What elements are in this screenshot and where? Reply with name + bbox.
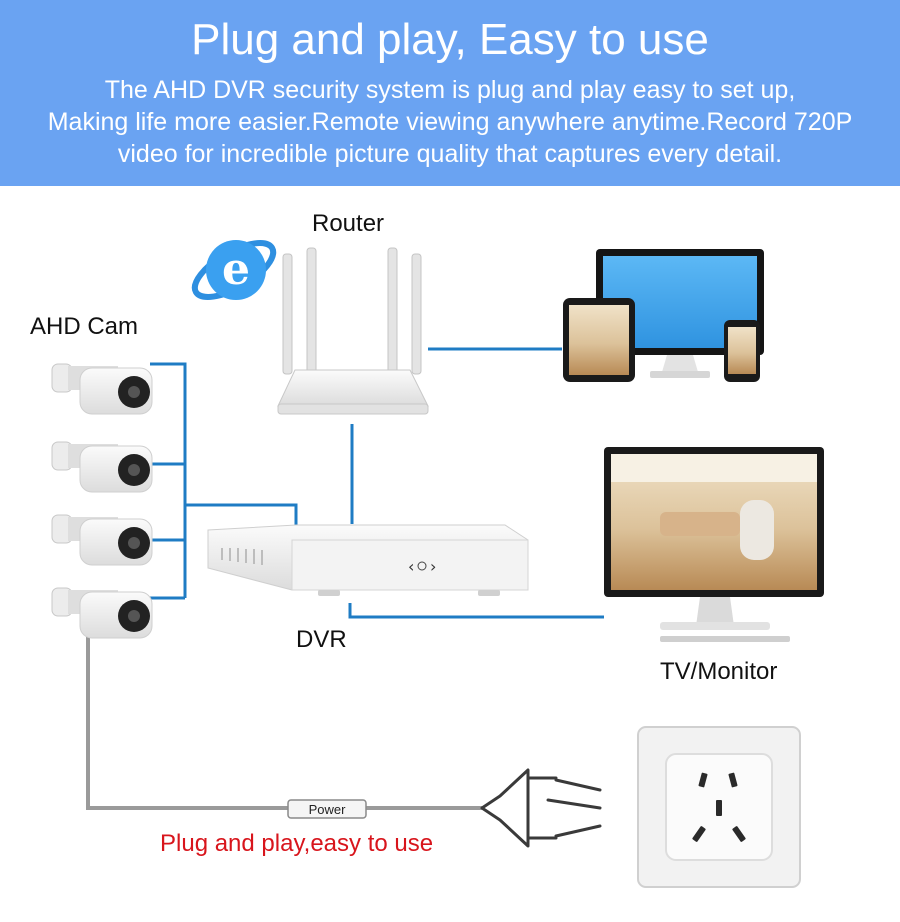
dvr-label: DVR [296,626,347,653]
camera-icon [51,514,153,566]
power-tag: Power [287,799,367,819]
banner-description-line: video for incredible picture quality tha… [117,140,783,168]
camera-icon [51,587,153,639]
cam-bus-line [150,362,298,600]
camera-icon [51,363,153,415]
wall-socket-icon [637,726,801,888]
router-label: Router [312,210,385,237]
power-plug-icon [480,768,602,848]
connection-lines [150,347,604,619]
dvr-icon: ‹ › [207,524,529,596]
internet-explorer-icon: e [191,240,277,300]
svg-text:e: e [222,244,250,295]
banner-title: Plug and play, Easy to use [191,15,709,64]
phone-icon [724,320,760,382]
network-diagram: e [51,240,824,888]
footer-caption: Plug and play,easy to use [160,830,434,857]
banner-description-line: Making life more easier.Remote viewing a… [47,108,853,136]
router-icon [277,247,429,415]
svg-text:›: › [430,557,436,576]
monitor-icon [604,447,824,642]
camera-icon [51,441,153,493]
power-cable [86,630,482,810]
dvr-monitor-line [348,603,604,619]
power-tag-label: Power [309,802,347,817]
cam-label: AHD Cam [30,313,139,340]
svg-text:‹: ‹ [408,557,414,576]
header-banner: Plug and play, Easy to use The AHD DVR s… [0,0,900,186]
banner-description-line: The AHD DVR security system is plug and … [104,76,796,104]
banner-description: The AHD DVR security system is plug and … [20,74,880,170]
tablet-icon [563,298,635,382]
monitor-label: TV/Monitor [660,658,778,685]
